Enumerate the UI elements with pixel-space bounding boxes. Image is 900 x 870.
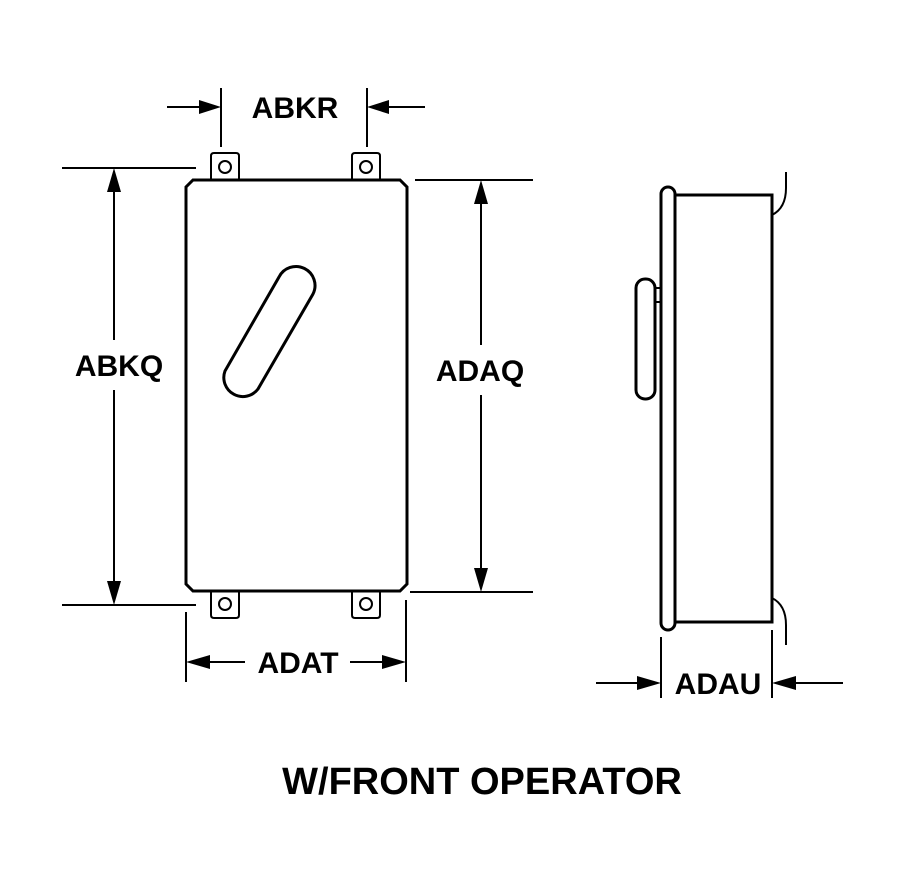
hinge-top [771,172,787,216]
abkr-dimension: ABKR [167,88,425,147]
adau-label: ADAU [675,668,762,701]
adat-label: ADAT [257,647,338,680]
mounting-tab-top-right [351,152,381,180]
abkq-label: ABKQ [75,350,163,383]
mounting-tab-top-left [210,152,240,180]
front-view [184,152,409,619]
operator-handle [222,264,317,399]
adat-dimension: ADAT [185,600,407,682]
diagram-caption: W/FRONT OPERATOR [282,761,682,803]
hinge-bottom [771,597,787,645]
enclosure-side-body [675,193,774,624]
adau-dimension: ADAU [596,630,843,701]
adaq-dimension: ADAQ [410,179,533,593]
side-view [634,172,787,645]
mounting-tab-bottom-right [351,591,381,619]
adaq-label: ADAQ [436,355,524,388]
door-profile [659,185,677,632]
enclosure-body [184,178,409,593]
abkr-label: ABKR [252,92,339,125]
mounting-tab-bottom-left [210,591,240,619]
operator-handle-side [634,277,657,401]
abkq-dimension: ABKQ [62,167,196,606]
